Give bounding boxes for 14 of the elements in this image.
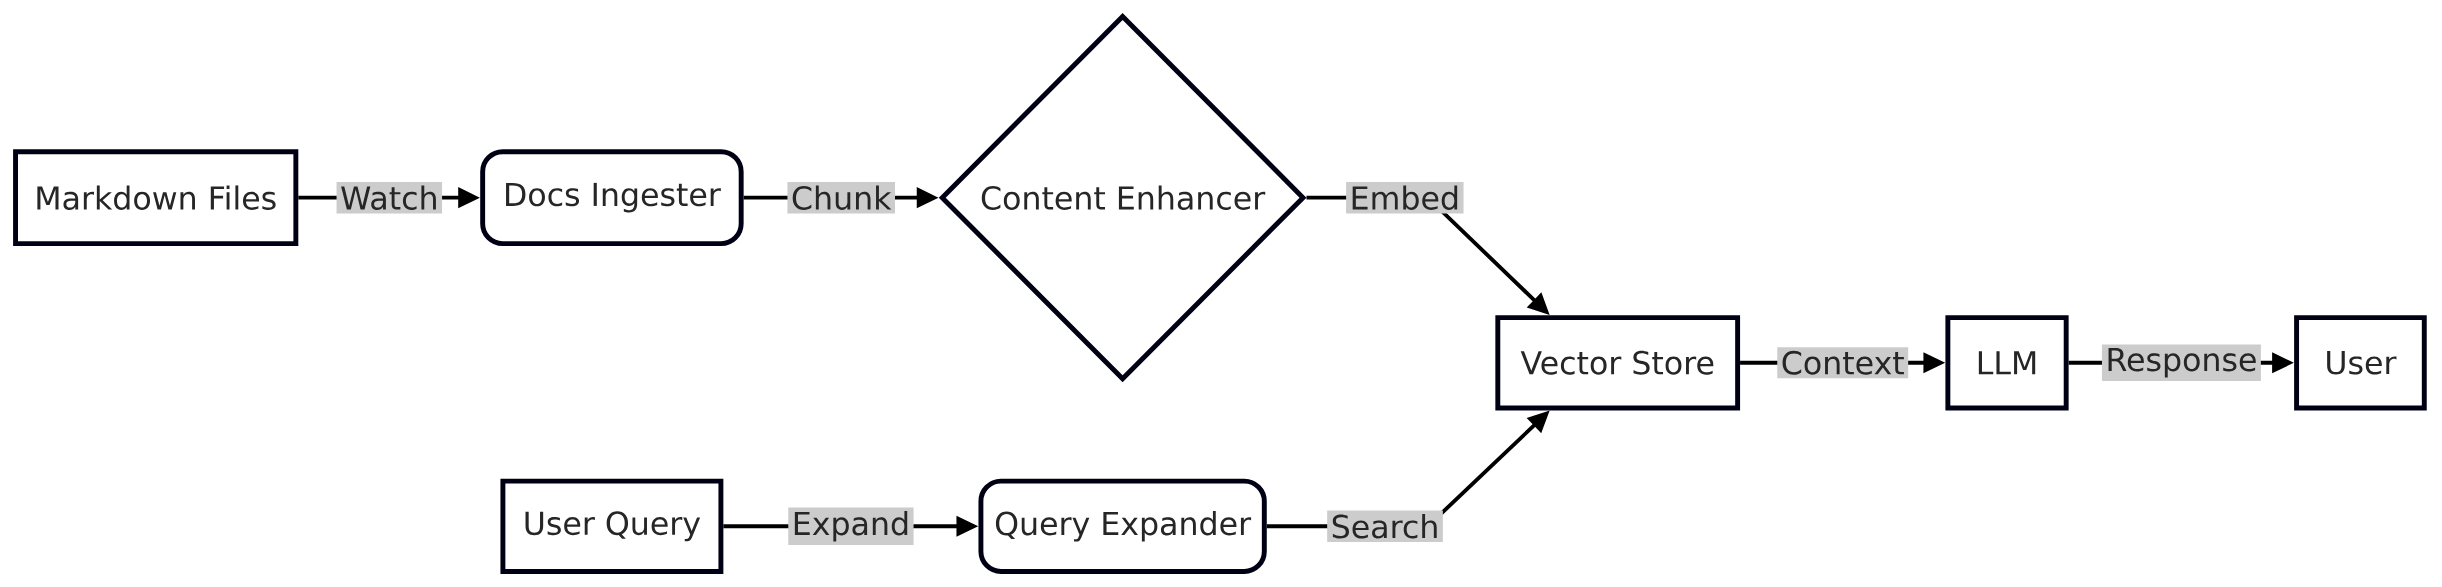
process-box: Vector Store — [1495, 315, 1741, 411]
edge-label: Watch — [336, 181, 443, 214]
process-box: LLM — [1945, 315, 2069, 411]
process-box: User — [2294, 315, 2427, 411]
rounded-box: Query Expander — [978, 478, 1267, 574]
process-box: Markdown Files — [13, 149, 299, 247]
edge-label: Response — [2101, 344, 2261, 382]
process-box: User Query — [500, 478, 724, 574]
edge-label: Embed — [1346, 181, 1464, 214]
edge-label: Chunk — [787, 181, 895, 214]
edge-label: Context — [1777, 347, 1909, 379]
edge-label: Search — [1327, 510, 1443, 543]
edge-label: Expand — [788, 507, 914, 546]
rounded-box: Docs Ingester — [480, 149, 744, 247]
